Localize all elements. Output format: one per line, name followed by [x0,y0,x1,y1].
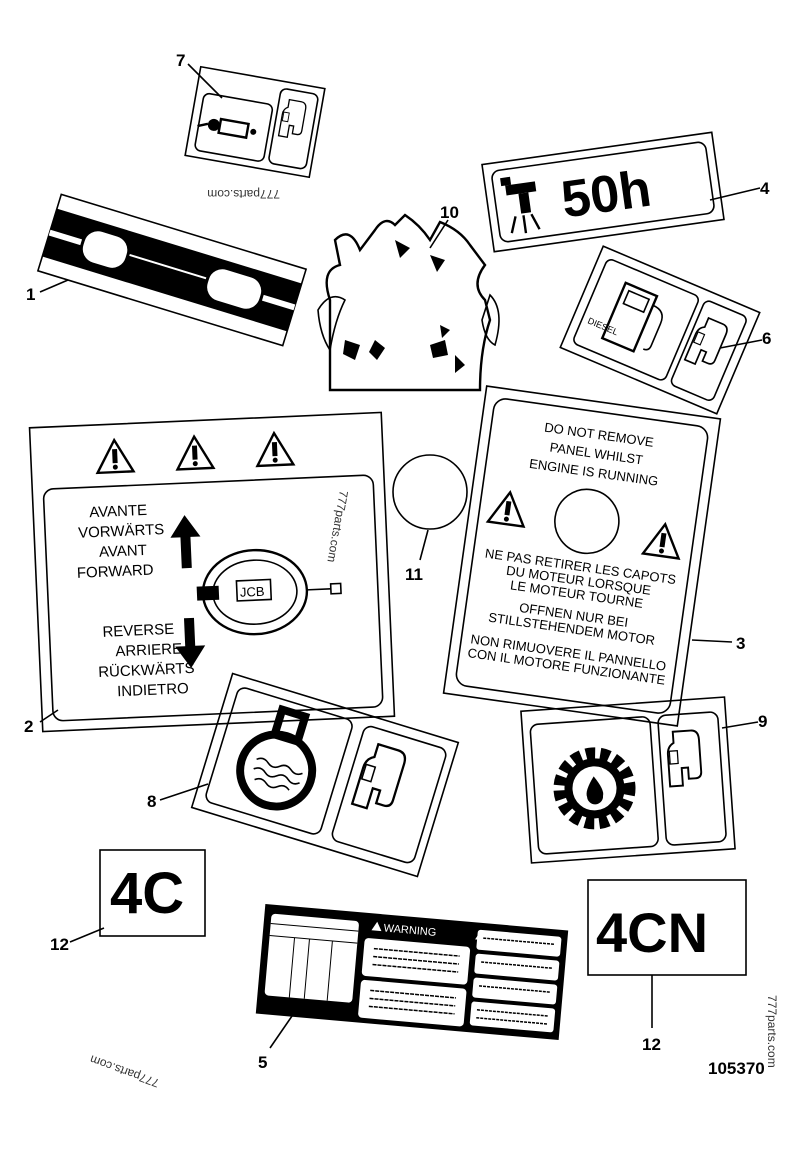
warning-heading: WARNING [371,921,486,941]
callout-11: 11 [405,565,423,584]
watermark: 777parts.com [765,995,779,1068]
decal-7-grease-hydraulic [184,65,326,179]
decal-4-text: 50h [558,160,655,230]
decal-4-service-50h: 50h [481,131,725,253]
callout-5: 5 [258,1053,267,1072]
callout-6: 6 [762,329,771,348]
callout-4: 4 [760,179,770,198]
callout-9: 9 [758,712,767,731]
arrow-up-icon [170,515,201,569]
callout-1: 1 [26,285,35,304]
decal-2-direction: AVANTE VORWÄRTS AVANT FORWARD REVERSE AR… [28,411,396,733]
decal-11-circle [392,454,468,530]
svg-text:AVANTE: AVANTE [89,502,147,522]
callout-7: 7 [176,51,185,70]
decal-12-4cn: 4CN [587,879,747,976]
callout-3: 3 [736,634,745,653]
decal-10-crest [317,213,500,392]
callout-8: 8 [147,792,156,811]
arrow-down-icon [175,617,206,669]
svg-text:INDIETRO: INDIETRO [117,680,189,700]
jcb-logo: JCB [240,584,265,600]
english-warning: DO NOT REMOVE PANEL WHILST ENGINE IS RUN… [528,420,659,489]
svg-text:VORWÄRTS: VORWÄRTS [78,521,165,542]
callout-10: 10 [440,203,459,222]
watermark: 777parts.com [324,489,350,563]
callout-2: 2 [24,717,33,736]
watermark: 777parts.com [88,1052,161,1090]
svg-text:ARRIERE: ARRIERE [115,640,182,660]
decal-6-diesel-fuel: DIESEL [559,245,761,415]
decal-9-gear-oil [520,696,736,864]
callout-12b: 12 [642,1035,661,1054]
figure-number: 105370 [708,1059,765,1078]
watermark: 777parts.com [207,187,280,201]
decal-3-do-not-remove: DO NOT REMOVE PANEL WHILST ENGINE IS RUN… [442,385,722,727]
svg-text:4CN: 4CN [596,901,708,964]
svg-text:AVANT: AVANT [99,542,147,561]
decal-12-4c: 4C [99,849,206,937]
svg-text:REVERSE: REVERSE [102,621,174,641]
decal-5-warning-plate: WARNING [255,903,569,1041]
callout-12a: 12 [50,935,69,954]
svg-text:4C: 4C [110,861,184,926]
svg-text:WARNING: WARNING [383,922,437,939]
multilingual-warning: NE PAS RETIRER LES CAPOTS DU MOTEUR LORS… [467,546,678,688]
forward-text: AVANTE VORWÄRTS AVANT FORWARD [77,502,165,582]
svg-text:RÜCKWÄRTS: RÜCKWÄRTS [98,659,195,681]
svg-text:FORWARD: FORWARD [77,562,154,582]
decal-8-coolant [190,672,460,878]
decal-1-chain-lifting [36,193,308,347]
reverse-text: REVERSE ARRIERE RÜCKWÄRTS INDIETRO [98,621,195,701]
